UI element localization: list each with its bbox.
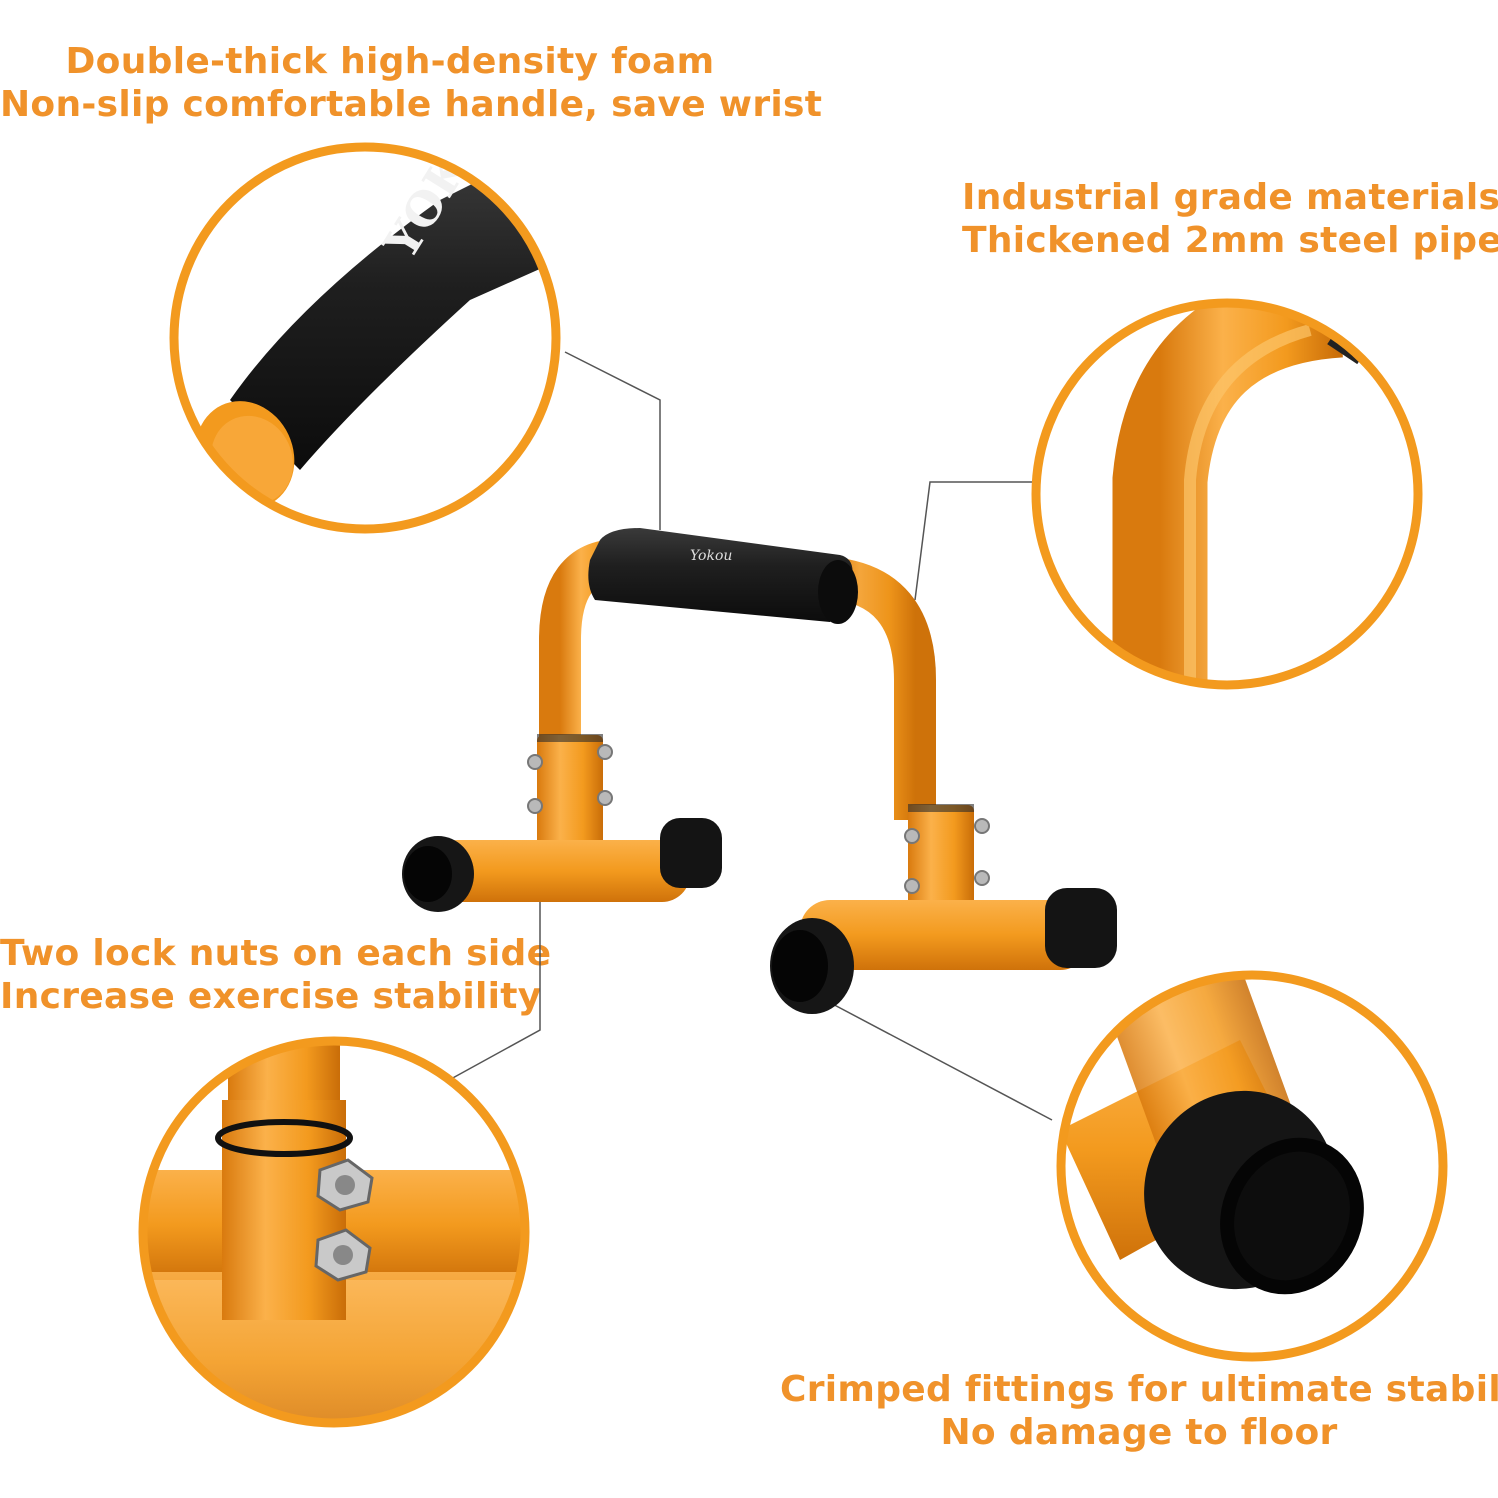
zoom-foam-handle: YOK [169, 142, 561, 534]
push-up-bar: Yokou [402, 528, 1117, 1014]
callout-line-fittings [824, 999, 1053, 1121]
left-base [402, 744, 722, 912]
zoom-lock-nuts [138, 1036, 530, 1428]
foam-handle: Yokou [588, 528, 858, 624]
caption-steel-line2: Thickened 2mm steel pipe [962, 220, 1498, 261]
right-upright [908, 805, 974, 925]
callout-lines [439, 351, 1053, 1121]
left-upright [537, 735, 603, 855]
callout-line-foam [564, 351, 661, 530]
lock-nut-2 [314, 1228, 372, 1282]
caption-nuts-line2: Increase exercise stability [0, 976, 542, 1017]
caption-fit-line1: Crimped fittings for ultimate stability [780, 1369, 1498, 1410]
right-base [770, 818, 1117, 1014]
caption-steel-pipe: Industrial grade materials Thickened 2mm… [962, 176, 1498, 262]
caption-foam-line2: Non-slip comfortable handle, save wrist [0, 84, 823, 125]
caption-foam-line1: Double-thick high-density foam [65, 41, 715, 82]
caption-fit-line2: No damage to floor [940, 1412, 1338, 1453]
rubber-end-cap [1144, 1090, 1364, 1295]
caption-foam-handle: Double-thick high-density foam Non-slip … [0, 40, 823, 126]
caption-crimped-fittings: Crimped fittings for ultimate stability … [780, 1368, 1498, 1454]
caption-lock-nuts: Two lock nuts on each side Increase exer… [0, 932, 552, 1018]
callout-line-steel [914, 481, 1035, 601]
handle-brand-text: Yokou [690, 548, 732, 564]
caption-steel-line1: Industrial grade materials [962, 177, 1498, 218]
zoom-steel-pipe [1031, 298, 1423, 690]
lock-nut-1 [316, 1158, 374, 1212]
caption-nuts-line1: Two lock nuts on each side [0, 933, 552, 974]
zoom-end-cap [1056, 970, 1448, 1362]
